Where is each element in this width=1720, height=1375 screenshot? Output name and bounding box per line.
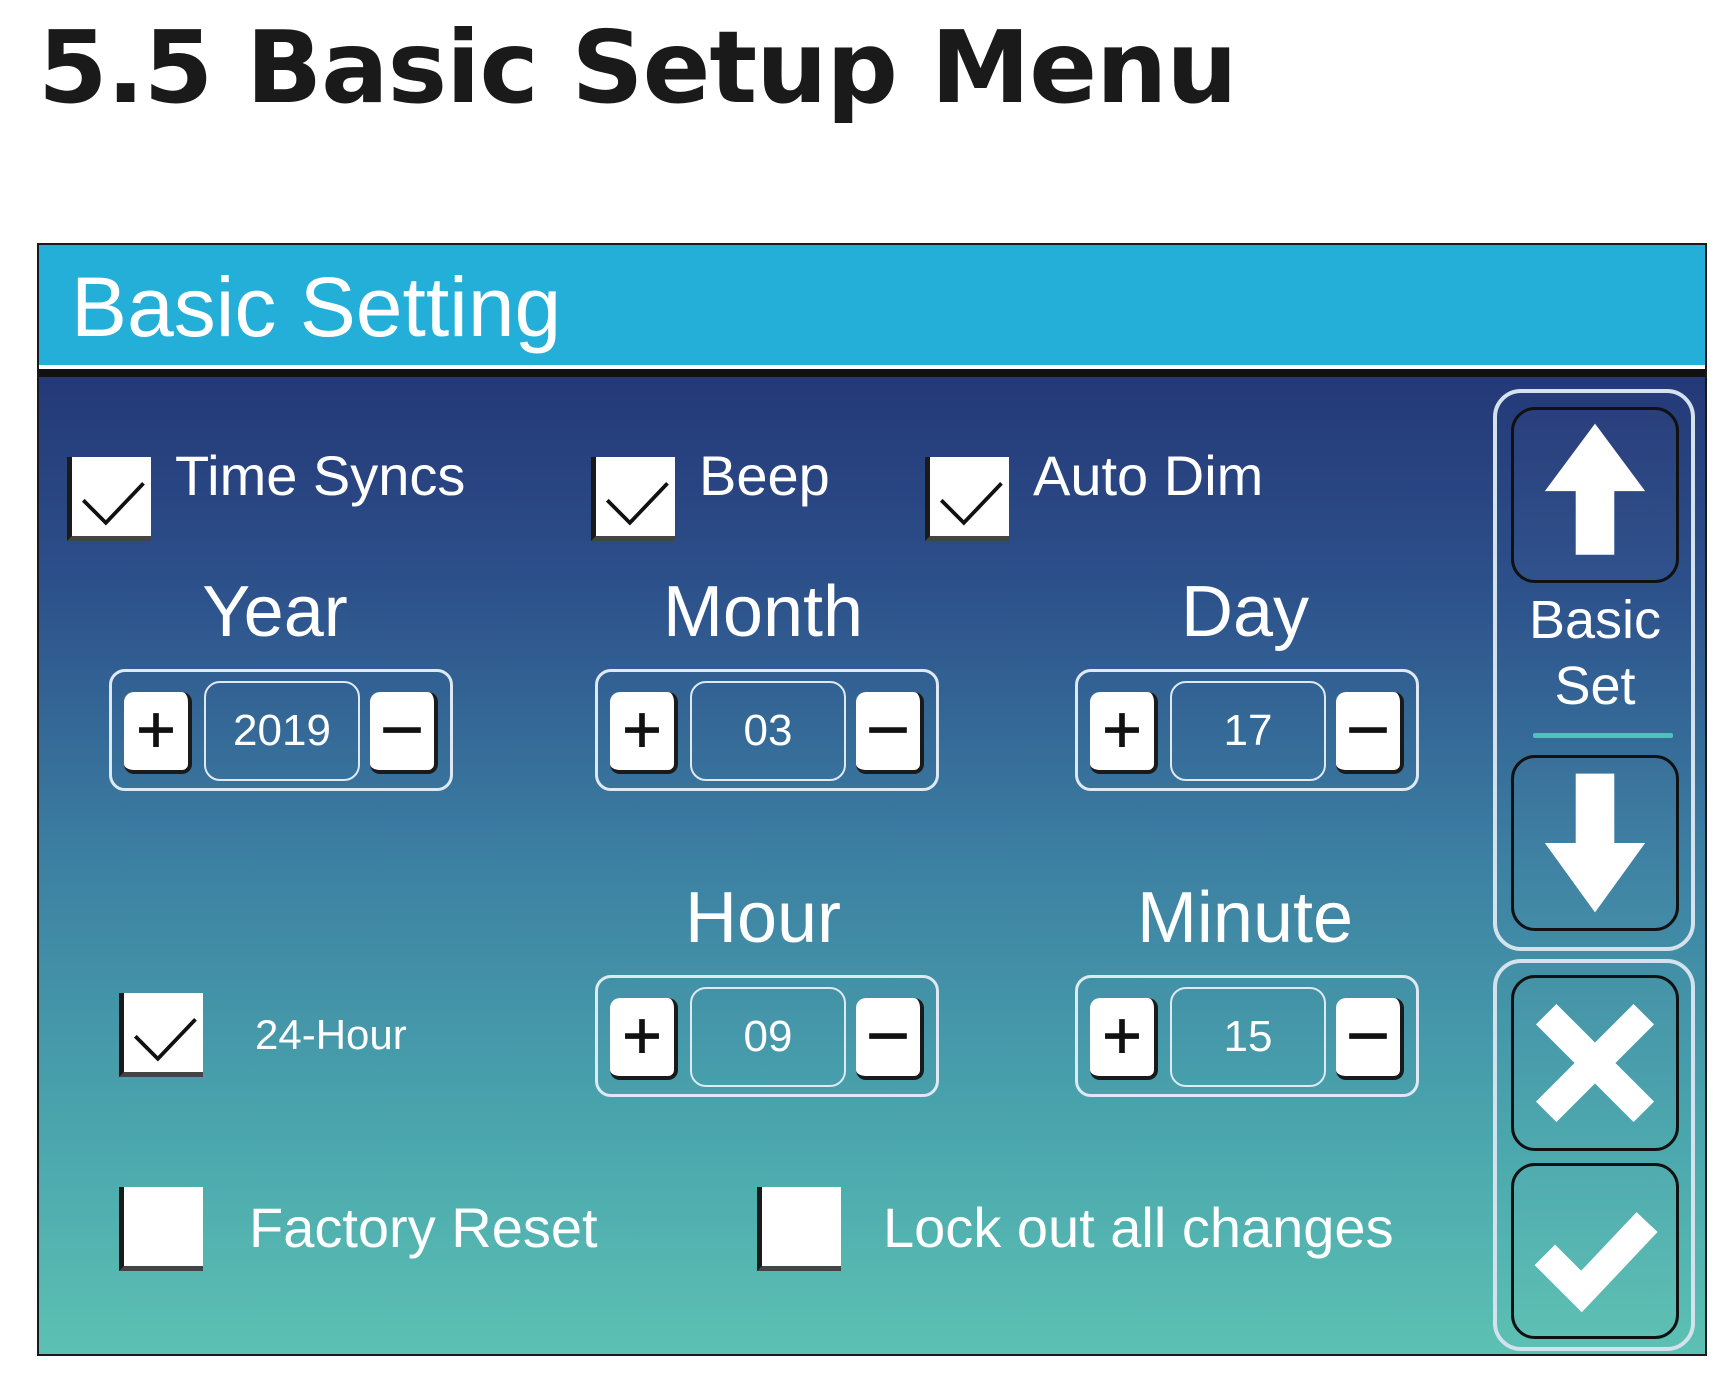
minus-icon [1349,727,1387,733]
confirm-button[interactable] [1511,1163,1679,1339]
plus-icon [625,1019,659,1053]
auto-dim-checkbox[interactable] [925,457,1009,541]
plus-icon [1105,1019,1139,1053]
hour-label: Hour [684,878,842,958]
plus-icon [625,713,659,747]
document-heading: 5.5 Basic Setup Menu [38,9,1238,126]
hour-plus-button[interactable] [610,998,678,1080]
page-nav-group: Basic Set [1493,389,1695,951]
minute-plus-button[interactable] [1090,998,1158,1080]
page-label-line1: Basic [1528,590,1662,650]
hour-value: 09 [690,987,846,1087]
time-syncs-label: Time Syncs [175,444,466,507]
month-minus-button[interactable] [856,692,924,774]
screen-title: Basic Setting [71,260,562,354]
minute-stepper: 15 [1075,975,1419,1097]
time-syncs-checkbox[interactable] [67,457,151,541]
check-icon [939,482,1003,526]
page-label-line2: Set [1554,656,1636,716]
page-down-button[interactable] [1511,755,1679,931]
day-stepper: 17 [1075,669,1419,791]
check-icon [133,1018,197,1062]
lockout-label: Lock out all changes [883,1196,1394,1259]
lockout-checkbox[interactable] [757,1187,841,1271]
minus-icon [1349,1033,1387,1039]
day-label: Day [1180,572,1310,652]
beep-label: Beep [699,444,830,507]
auto-dim-label: Auto Dim [1033,444,1264,507]
month-plus-button[interactable] [610,692,678,774]
month-label: Month [662,572,864,652]
year-plus-button[interactable] [124,692,192,774]
arrow-up-icon [1544,423,1646,555]
factory-reset-label: Factory Reset [249,1196,598,1259]
24-hour-label: 24-Hour [255,1011,407,1058]
minus-icon [383,727,421,733]
plus-icon [1105,713,1139,747]
minus-icon [869,727,907,733]
24-hour-checkbox[interactable] [119,993,203,1077]
year-stepper: 2019 [109,669,453,791]
day-value: 17 [1170,681,1326,781]
action-group [1493,959,1695,1351]
check-icon [81,482,145,526]
day-minus-button[interactable] [1336,692,1404,774]
hour-minus-button[interactable] [856,998,924,1080]
title-divider [39,369,1705,377]
day-plus-button[interactable] [1090,692,1158,774]
cancel-button[interactable] [1511,975,1679,1151]
month-value: 03 [690,681,846,781]
page-up-button[interactable] [1511,407,1679,583]
minus-icon [869,1033,907,1039]
year-label: Year [202,572,348,652]
minute-value: 15 [1170,987,1326,1087]
inverter-screen: Basic Setting Time Syncs Beep Auto Dim Y… [37,243,1707,1356]
year-value: 2019 [204,681,360,781]
checkmark-icon [1534,1212,1658,1313]
x-icon [1535,1003,1655,1123]
beep-checkbox[interactable] [591,457,675,541]
month-stepper: 03 [595,669,939,791]
minute-minus-button[interactable] [1336,998,1404,1080]
minute-label: Minute [1136,878,1354,958]
page-indicator-bar [1533,733,1673,738]
plus-icon [139,713,173,747]
factory-reset-checkbox[interactable] [119,1187,203,1271]
check-icon [605,482,669,526]
hour-stepper: 09 [595,975,939,1097]
year-minus-button[interactable] [370,692,438,774]
title-bar: Basic Setting [39,245,1705,369]
arrow-down-icon [1544,773,1646,913]
